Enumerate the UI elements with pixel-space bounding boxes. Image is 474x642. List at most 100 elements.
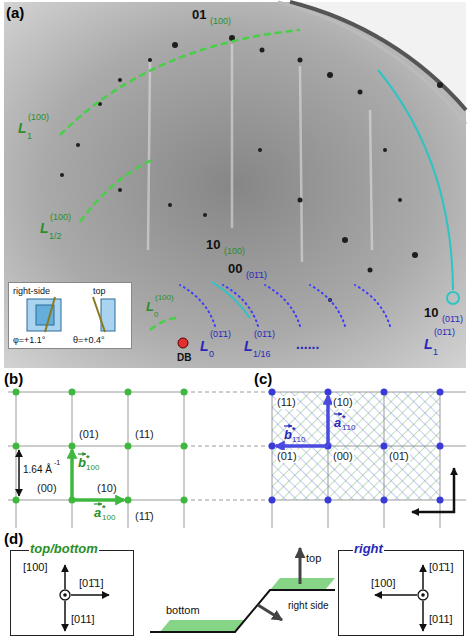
axis-symbol (64, 565, 66, 589)
diffraction-spots (383, 148, 387, 152)
lattice-label: a (334, 416, 341, 431)
rheed-label: 01 (192, 8, 206, 23)
laue-arc-011 (310, 285, 345, 326)
vector-overarrows (78, 414, 342, 504)
lattice-label: b (78, 456, 86, 471)
face-label: bottom (166, 604, 200, 617)
diffraction-spots (60, 35, 443, 302)
lattice-points-100 (125, 497, 132, 504)
axis-symbol (422, 601, 424, 631)
lattice-label: (01̄) (388, 450, 410, 463)
diffraction-streaks (300, 66, 302, 262)
rheed-label: (100) (50, 212, 71, 222)
axis-symbol (418, 590, 428, 600)
diffraction-spots (327, 72, 333, 78)
diffraction-spots (437, 82, 443, 88)
lattice-points-011 (381, 443, 388, 450)
inset-label: right-side (13, 286, 50, 296)
lattice-label: (01) (276, 450, 298, 463)
axis-symbol (421, 593, 425, 597)
lattice-label: 1.64 Å (22, 464, 53, 476)
direction-label: [01̄1] (79, 577, 103, 590)
rheed-screen (278, 2, 466, 124)
orientation-box: top/bottom[100][01̄1][011] (10, 550, 134, 636)
lattice-points-011 (437, 497, 444, 504)
inset-label: top (93, 286, 106, 296)
rheed-label: 1/16 (253, 349, 271, 359)
lattice-points-011 (381, 497, 388, 504)
axis-arrows (412, 468, 454, 512)
laue-arc-011 (265, 285, 300, 326)
lattice-label: 100 (86, 463, 99, 472)
hatched-cell (272, 392, 440, 500)
lattice-label: * (292, 425, 296, 435)
lattice-points-011 (381, 389, 388, 396)
hatched-cell (272, 392, 440, 500)
diffraction-spots (260, 48, 265, 53)
lattice-label: (11̄) (134, 510, 155, 523)
reciprocal-grid (72, 392, 73, 528)
reciprocal-grid (8, 392, 184, 393)
scale-arrow (19, 450, 20, 496)
rheed-label: L (200, 338, 209, 354)
rheed-label: DB (177, 352, 191, 364)
laue-arc-011 (180, 285, 390, 326)
rheed-label: (100) (210, 16, 231, 26)
rheed-label: 1 (433, 347, 438, 357)
lattice-label: b (284, 428, 292, 443)
reciprocal-grid (8, 500, 184, 501)
laue-arc-cyan (378, 70, 453, 290)
panel-letter: (d) (4, 530, 23, 547)
lattice-label: * (102, 503, 106, 513)
lattice-points-011 (437, 389, 444, 396)
diffraction-spots (172, 42, 178, 48)
lattice-points-100 (69, 443, 76, 450)
diffraction-spots (412, 252, 418, 258)
step-schematic (160, 620, 245, 632)
diffraction-streaks (370, 110, 372, 250)
axis-symbol (375, 594, 417, 596)
rheed-label: 0 (209, 349, 214, 359)
panel-letter: (b) (4, 370, 23, 387)
lattice-points-100 (13, 389, 188, 504)
rheed-label: L (424, 336, 433, 352)
axis-arrows (412, 468, 454, 512)
lattice-label: 1̄10 (292, 435, 305, 444)
laue-arc-011 (180, 285, 215, 326)
lattice-points-011 (437, 443, 444, 450)
tilt-inset: right-side top φ=+1.1° θ=+0.4° (8, 282, 132, 349)
diffraction-spots (342, 237, 348, 243)
panel-letter: (a) (6, 4, 24, 21)
vector-overarrows (94, 503, 102, 504)
lattice-label: (11) (134, 428, 155, 441)
rheed-label: 00 (228, 262, 242, 277)
laue-arc-cyan (447, 292, 459, 304)
lattice-points-100 (181, 389, 188, 396)
tilt-angle: φ=+1.1° (13, 335, 45, 345)
hatched-cell (272, 392, 440, 500)
axis-symbol (71, 594, 109, 596)
diffraction-streaks (231, 44, 234, 228)
reciprocal-grid (128, 392, 129, 528)
direction-label: [011] (71, 613, 95, 626)
diffraction-streaks (148, 44, 372, 262)
tilt-angle: θ=+0.4° (73, 335, 105, 345)
direction-label: [100] (23, 561, 47, 574)
diffraction-spots (298, 58, 303, 63)
lattice-label: * (342, 413, 346, 423)
lattice-label: (00) (332, 450, 354, 463)
lattice-points-100 (13, 497, 20, 504)
reciprocal-grid (184, 392, 272, 393)
lattice-points-011 (269, 443, 276, 450)
lattice-points-100 (69, 389, 76, 396)
diffraction-spots (168, 203, 172, 207)
rheed-label: L (18, 120, 27, 136)
diffraction-spots (358, 90, 363, 95)
lattice-points-011 (269, 389, 444, 504)
lattice-label: 100 (102, 513, 115, 522)
rheed-label: (01̄1) (210, 329, 231, 339)
lattice-label: a (94, 506, 101, 521)
lattice-label: (10) (96, 482, 118, 495)
lattice-label: (00) (36, 482, 58, 495)
reciprocal-grid (8, 446, 184, 447)
